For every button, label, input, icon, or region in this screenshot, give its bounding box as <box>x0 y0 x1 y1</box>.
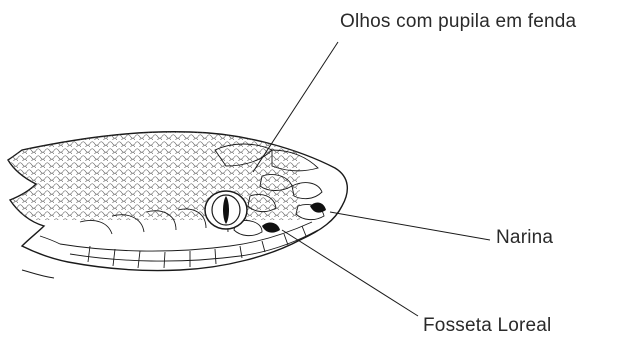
eye <box>205 191 247 229</box>
neck-fold <box>22 270 54 278</box>
label-slit-pupil-eyes: Olhos com pupila em fenda <box>340 12 576 31</box>
leader-nostril <box>330 212 490 240</box>
label-loreal-pit: Fosseta Loreal <box>423 316 551 335</box>
leader-pit <box>282 230 418 316</box>
dorsal-scales <box>0 125 300 220</box>
label-nostril: Narina <box>496 228 553 247</box>
